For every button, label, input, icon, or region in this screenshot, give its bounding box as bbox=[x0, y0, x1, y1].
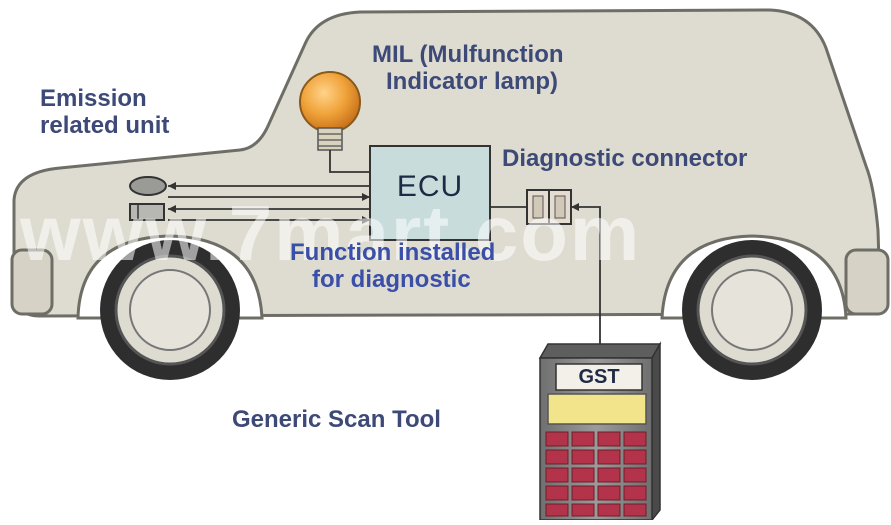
emission-wiring bbox=[168, 185, 370, 221]
emission-label-line-1: Emission bbox=[40, 85, 147, 112]
front-wheel bbox=[100, 240, 240, 380]
generic-scan-tool bbox=[538, 341, 662, 523]
emission-sensor-icon bbox=[129, 176, 167, 196]
generic-scan-tool-label: Generic Scan Tool bbox=[232, 406, 441, 433]
function-label-line-2: for diagnostic bbox=[312, 265, 471, 293]
mil-lamp-icon bbox=[299, 71, 361, 151]
mil-label-line-2: Indicator lamp) bbox=[386, 67, 559, 95]
gst-label: GST bbox=[578, 366, 620, 388]
emission-label-line-2: related unit bbox=[40, 111, 170, 139]
rear-bumper bbox=[844, 248, 890, 316]
ecu-label: ECU bbox=[396, 170, 464, 203]
connector-tool-wire bbox=[571, 206, 601, 344]
rear-wheel bbox=[682, 240, 822, 380]
watermark: www.7mart.com bbox=[20, 189, 642, 277]
mil-label: MIL (Mulfunction Indicator lamp) bbox=[372, 41, 564, 96]
scan-tool-keypad bbox=[545, 431, 647, 517]
mil-wire bbox=[329, 150, 370, 173]
diagnostic-connector-label: Diagnostic connector bbox=[502, 145, 748, 172]
function-installed-label: Function installed for diagnostic bbox=[290, 239, 496, 294]
function-label-line-1: Function installed bbox=[290, 239, 496, 266]
front-bumper bbox=[10, 248, 54, 316]
ecu-box bbox=[369, 145, 491, 241]
scan-tool-screen bbox=[547, 393, 647, 425]
diagnostic-connector-icon bbox=[526, 189, 572, 225]
mil-label-line-1: MIL (Mulfunction bbox=[372, 41, 564, 68]
emission-related-unit-label: Emission related unit bbox=[40, 85, 170, 140]
